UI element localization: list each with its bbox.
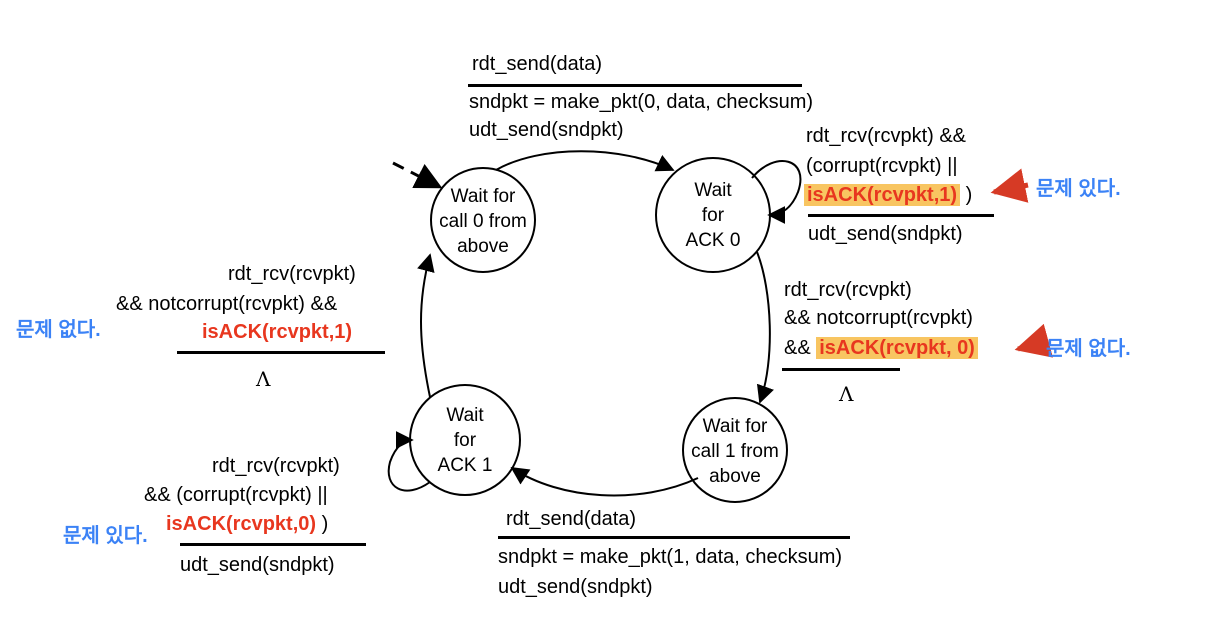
right-rule (782, 368, 900, 371)
red-pointer-ack0 (990, 168, 1029, 203)
state-label-line: ACK 0 (685, 230, 741, 251)
arrow-ack0-to-call1 (756, 251, 774, 404)
state-label-line: call 1 from (691, 441, 779, 462)
state-label-line: Wait (446, 405, 484, 426)
top-action-2: udt_send(sndpkt) (469, 119, 624, 141)
state-label-line: ACK 1 (437, 455, 493, 476)
ack1-loop-cond-3: isACK(rcvpkt,0) ) (166, 510, 328, 538)
state-label-wait-call1: Wait for call 1 from above (675, 414, 795, 489)
top-event: rdt_send(data) (472, 53, 603, 75)
right-lambda: Λ (839, 382, 854, 406)
ack1-loop-isack: isACK(rcvpkt,0) (166, 513, 317, 535)
ack0-loop-cond-1: rdt_rcv(rcvpkt) && (806, 125, 967, 147)
right-cond-3: && isACK(rcvpkt, 0) (784, 334, 978, 362)
ack0-loop-isack-highlight: isACK(rcvpkt,1) (804, 184, 961, 206)
state-label-wait-ack1: Wait for ACK 1 (405, 403, 525, 478)
left-lambda: Λ (256, 367, 271, 391)
initial-arrow (392, 161, 443, 189)
top-action-1: sndpkt = make_pkt(0, data, checksum) (469, 91, 814, 113)
state-label-line: Wait for (702, 416, 768, 437)
top-rule (468, 84, 802, 87)
ack0-loop-action: udt_send(sndpkt) (808, 223, 963, 245)
right-note: 문제 없다. (1046, 338, 1131, 360)
left-note: 문제 없다. (16, 319, 101, 341)
right-cond-1: rdt_rcv(rcvpkt) (784, 279, 912, 301)
arrow-call1-to-ack1 (510, 467, 699, 497)
ack1-loop-note: 문제 있다. (63, 525, 148, 547)
left-cond-1: rdt_rcv(rcvpkt) (228, 263, 356, 285)
arrow-ack1-to-call0 (417, 253, 435, 398)
ack1-loop-action: udt_send(sndpkt) (180, 554, 335, 576)
right-isack-highlight: isACK(rcvpkt, 0) (816, 337, 978, 359)
ack1-loop-cond-1: rdt_rcv(rcvpkt) (212, 455, 340, 477)
state-wait-call1 (682, 397, 788, 503)
ack0-loop-close-paren: ) (960, 184, 973, 206)
ack0-loop-cond-2: (corrupt(rcvpkt) || (806, 155, 958, 177)
left-rule (177, 351, 385, 354)
left-cond-2: && notcorrupt(rcvpkt) && (116, 293, 338, 315)
state-wait-call0 (430, 167, 536, 273)
ack0-loop-cond-3: isACK(rcvpkt,1) ) (804, 181, 972, 209)
bottom-rule (498, 536, 850, 539)
bottom-action-2: udt_send(sndpkt) (498, 576, 653, 598)
ack0-loop-note: 문제 있다. (1036, 178, 1121, 200)
state-label-line: call 0 from (439, 211, 527, 232)
ack1-loop-rule (180, 543, 366, 546)
right-cond-prefix: && (784, 337, 817, 359)
ack1-loop-cond-2: && (corrupt(rcvpkt) || (144, 484, 328, 506)
state-label-line: for (701, 205, 725, 226)
right-cond-2: && notcorrupt(rcvpkt) (784, 307, 973, 329)
left-isack: isACK(rcvpkt,1) (202, 321, 353, 343)
state-label-line: above (709, 466, 761, 487)
state-label-line: Wait (694, 180, 732, 201)
state-label-line: Wait for (450, 186, 516, 207)
state-label-line: above (457, 236, 509, 257)
ack1-loop-close-paren: ) (316, 513, 329, 535)
ack0-loop-rule (808, 214, 994, 217)
bottom-action-1: sndpkt = make_pkt(1, data, checksum) (498, 546, 843, 568)
red-pointer-right (1014, 323, 1053, 358)
state-label-line: for (453, 430, 477, 451)
ack1-selfloop-arrow (387, 431, 431, 492)
state-label-wait-call0: Wait for call 0 from above (423, 184, 543, 259)
ack0-selfloop-arrow (751, 160, 802, 224)
state-label-wait-ack0: Wait for ACK 0 (653, 178, 773, 253)
bottom-event: rdt_send(data) (506, 508, 637, 530)
arrow-call0-to-ack0 (495, 150, 675, 172)
